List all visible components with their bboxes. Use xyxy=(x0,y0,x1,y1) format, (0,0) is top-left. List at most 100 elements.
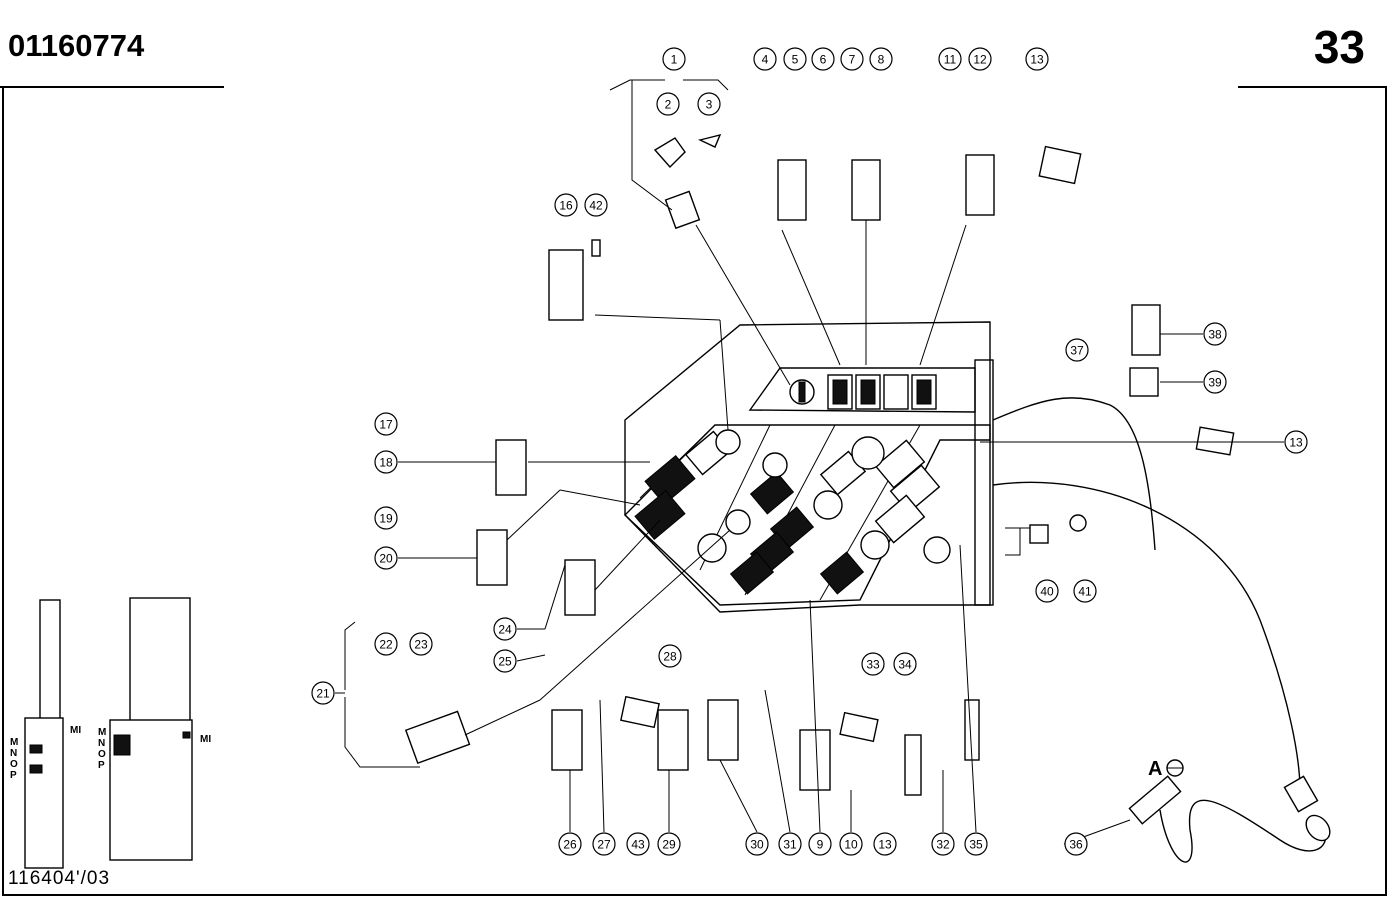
inset-right-label-p: P xyxy=(98,760,105,771)
callout-number: 27 xyxy=(597,838,611,852)
callout-number: 4 xyxy=(762,53,769,67)
callout-number: 13 xyxy=(878,838,892,852)
console-panel xyxy=(623,321,994,613)
callout-22: 22 xyxy=(374,632,398,656)
callout-number: 19 xyxy=(379,512,393,526)
callout-number: 42 xyxy=(589,199,603,213)
callout-circle xyxy=(968,47,992,71)
callout-12: 12 xyxy=(968,47,992,71)
callout-circle xyxy=(745,832,769,856)
callout-circle xyxy=(493,649,517,673)
callout-number: 17 xyxy=(379,418,393,432)
inset-right-label-mi: MI xyxy=(200,734,211,745)
callout-number: 35 xyxy=(969,838,983,852)
callout-number: 43 xyxy=(631,838,645,852)
callout-circle xyxy=(893,652,917,676)
header-rule-right xyxy=(1238,86,1386,88)
callout-28: 28 xyxy=(658,644,682,668)
callout-31: 31 xyxy=(778,832,802,856)
inset-right-label-n: N xyxy=(98,738,105,749)
callout-circle xyxy=(311,681,335,705)
callout-number: 30 xyxy=(750,838,764,852)
callout-circle xyxy=(409,632,433,656)
callout-number: 24 xyxy=(498,623,512,637)
callout-circle xyxy=(374,412,398,436)
callout-circle xyxy=(938,47,962,71)
callout-circle xyxy=(493,617,517,641)
callout-circle xyxy=(657,832,681,856)
callout-29: 29 xyxy=(657,832,681,856)
callout-number: 21 xyxy=(316,687,330,701)
callout-13: 13 xyxy=(1284,430,1308,454)
leader-lines xyxy=(335,79,1284,845)
callout-circle xyxy=(1025,47,1049,71)
cable-36 xyxy=(992,481,1301,791)
callout-10: 10 xyxy=(839,832,863,856)
callout-circle xyxy=(869,47,893,71)
callout-number: 41 xyxy=(1078,585,1092,599)
callout-number: 38 xyxy=(1208,328,1222,342)
callout-number: 26 xyxy=(563,838,577,852)
callout-number: 32 xyxy=(936,838,950,852)
callout-42: 42 xyxy=(584,193,608,217)
callout-circle xyxy=(811,47,835,71)
component-sketches xyxy=(404,133,1235,796)
callout-8: 8 xyxy=(869,47,893,71)
inset-right-label-m: M xyxy=(98,727,106,738)
callout-36: 36 xyxy=(1064,832,1088,856)
callout-number: 3 xyxy=(706,98,713,112)
callout-circle xyxy=(839,832,863,856)
callout-number: 2 xyxy=(665,98,672,112)
callout-number: 6 xyxy=(820,53,827,67)
callout-number: 31 xyxy=(783,838,797,852)
callout-39: 39 xyxy=(1203,370,1227,394)
callout-37: 37 xyxy=(1065,338,1089,362)
callout-16: 16 xyxy=(554,193,578,217)
callout-19: 19 xyxy=(374,506,398,530)
callout-number: 13 xyxy=(1289,436,1303,450)
callout-30: 30 xyxy=(745,832,769,856)
inset-right-label-o: O xyxy=(98,749,106,760)
callout-circle xyxy=(778,832,802,856)
callout-circle xyxy=(1073,579,1097,603)
inset-left-label-m: M xyxy=(10,737,18,748)
callout-circle xyxy=(374,546,398,570)
callout-circle xyxy=(656,92,680,116)
callout-number: 36 xyxy=(1069,838,1083,852)
callout-circle xyxy=(808,832,832,856)
border-right xyxy=(1385,86,1387,896)
callout-circle xyxy=(873,832,897,856)
callout-circle xyxy=(592,832,616,856)
callout-11: 11 xyxy=(938,47,962,71)
callout-13: 13 xyxy=(1025,47,1049,71)
callout-number: 25 xyxy=(498,655,512,669)
callout-circle xyxy=(1065,338,1089,362)
callout-circle xyxy=(1284,430,1308,454)
callout-number: 13 xyxy=(1030,53,1044,67)
callout-34: 34 xyxy=(893,652,917,676)
page-number: 33 xyxy=(1313,21,1365,73)
border-bottom xyxy=(2,894,1387,896)
callout-9: 9 xyxy=(808,832,832,856)
drawing-code: 116404'/03 xyxy=(8,868,111,889)
callout-circle xyxy=(658,644,682,668)
callout-number: 16 xyxy=(559,199,573,213)
callout-43: 43 xyxy=(626,832,650,856)
callout-1: 1 xyxy=(662,47,686,71)
callout-13: 13 xyxy=(873,832,897,856)
callout-41: 41 xyxy=(1073,579,1097,603)
callout-circle xyxy=(626,832,650,856)
callout-number: 12 xyxy=(973,53,987,67)
callout-circle xyxy=(753,47,777,71)
callout-23: 23 xyxy=(409,632,433,656)
document-number: 01160774 xyxy=(8,28,145,63)
inset-left-label-n: N xyxy=(10,748,17,759)
callout-40: 40 xyxy=(1035,579,1059,603)
callout-circle xyxy=(1203,370,1227,394)
callout-circle xyxy=(374,632,398,656)
callout-number: 28 xyxy=(663,650,677,664)
callout-number: 11 xyxy=(944,53,957,67)
callout-number: 23 xyxy=(414,638,428,652)
